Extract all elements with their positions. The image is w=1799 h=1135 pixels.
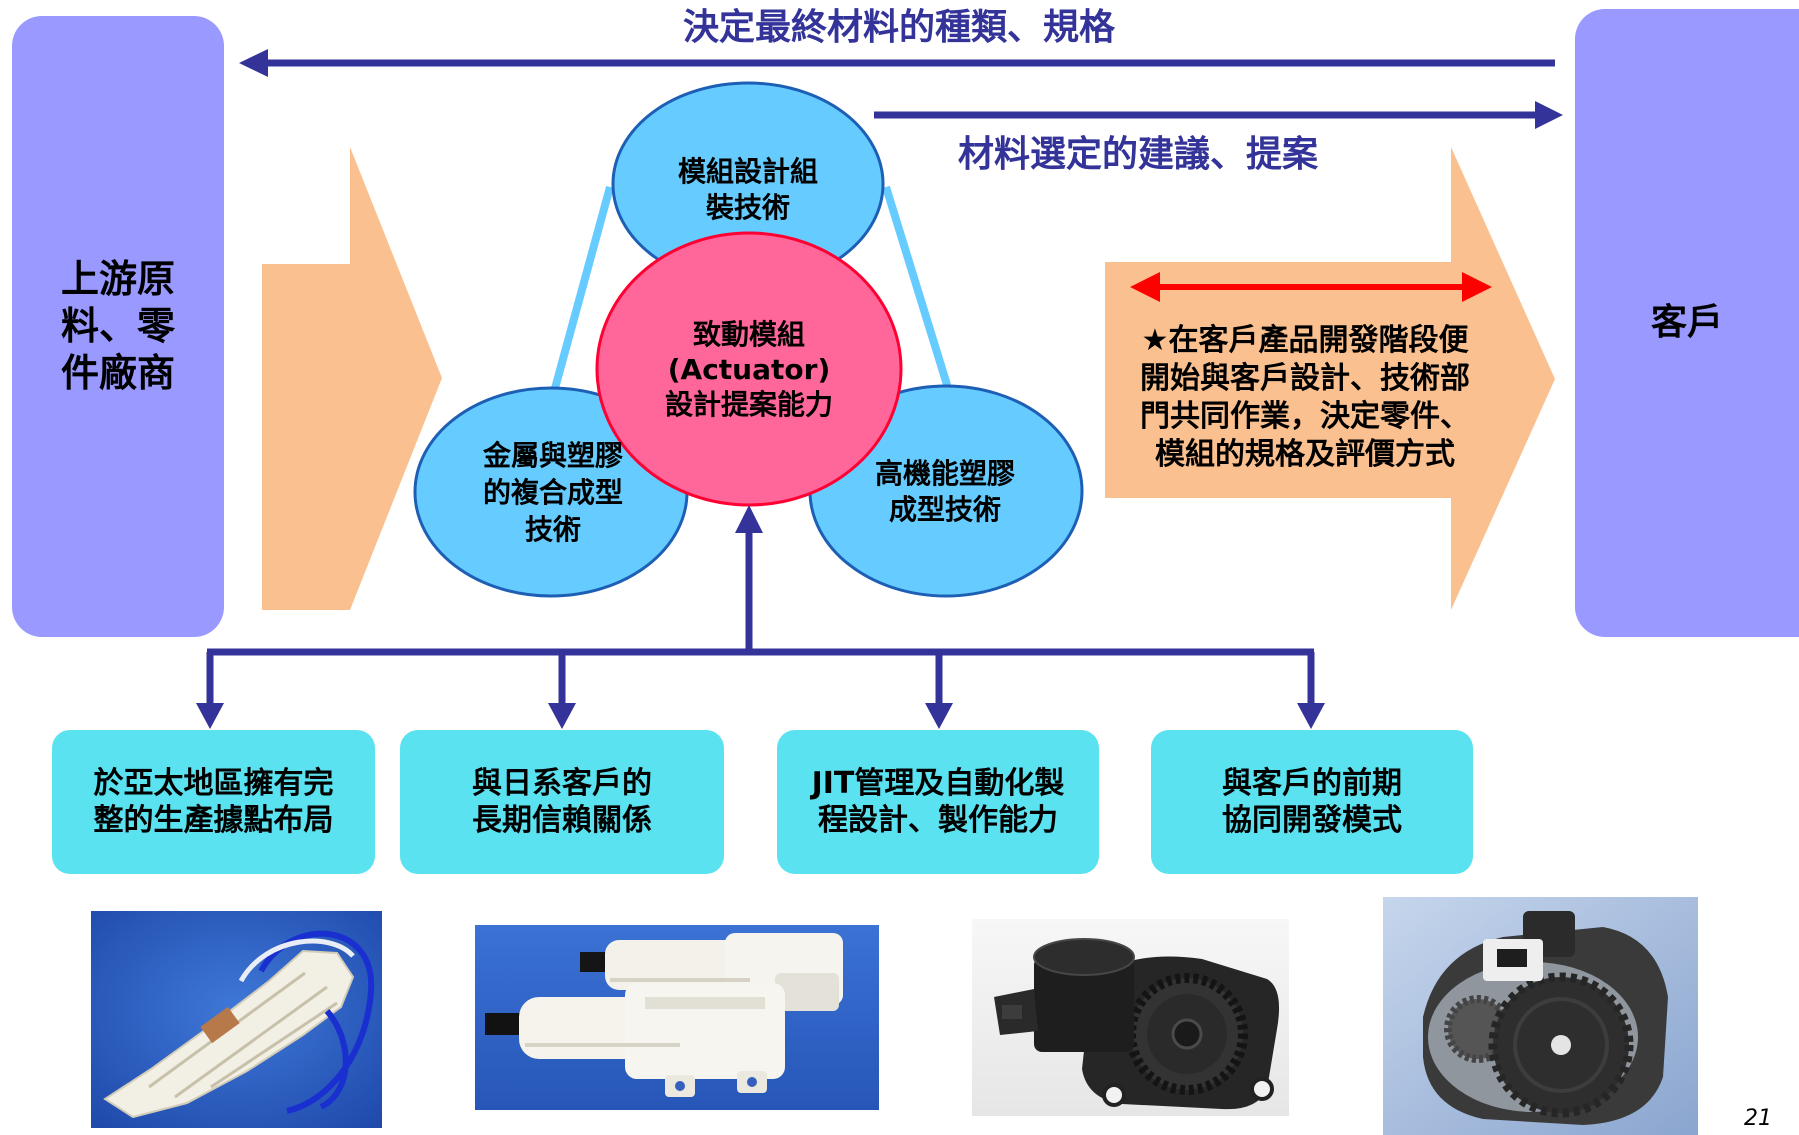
product-photo-3-image [972,919,1289,1116]
product-photo-2 [475,925,879,1110]
strength-box-jit-automation: JIT管理及自動化製 程設計、製作能力 [777,730,1099,874]
arrow-head-down-1 [196,703,224,729]
connector-top-to-left [550,185,614,394]
collaboration-double-arrow [1130,272,1492,302]
strength-line: JIT管理及自動化製 [811,766,1065,801]
co-development-line-2: 開始與客戶設計、技術部 [1140,361,1470,396]
composite-molding-line-2: 的複合成型 [482,476,623,509]
strength-line: 整的生產據點布局 [93,803,334,838]
upstream-suppliers-line-2: 料、零 [60,304,175,348]
white-tube [238,938,355,983]
co-development-line-3: 門共同作業，決定零件、 [1140,399,1470,434]
co-development-line-4: 模組的規格及評價方式 [1155,437,1455,472]
product-photo-4-image [1383,897,1698,1135]
arrow-head-right [1462,272,1492,302]
module-design-line-2: 裝技術 [705,191,790,224]
gear-hub [1171,1018,1203,1050]
arrow-head-down-2 [548,703,576,729]
coil [200,1006,240,1044]
composite-molding-line-1: 金屬與塑膠 [482,439,623,472]
strength-line: 程設計、製作能力 [818,803,1058,838]
arrow-head-up [735,505,763,533]
product-photo-4 [1383,897,1698,1135]
arrow-head-down-4 [1297,703,1325,729]
proposal-arrow [874,101,1563,129]
strength-line: 協同開發模式 [1222,803,1402,838]
strength-box-japanese-customers: 與日系客戶的 長期信賴關係 [400,730,724,874]
strength-line: 與客戶的前期 [1222,766,1402,801]
blue-tube [258,930,375,1114]
plastic-molding-line-1: 高機能塑膠 [874,457,1015,490]
mounting-hole [1250,1077,1274,1101]
page-number: 21 [1744,1106,1772,1131]
arrow-head-left [239,49,268,77]
capability-tree [196,505,1325,729]
product-photo-3 [972,919,1289,1116]
strength-box-co-development: 與客戶的前期 協同開發模式 [1151,730,1473,874]
upstream-suppliers-box: 上游原 料、零 件廠商 [12,16,224,637]
module-design-label: 模組設計組 裝技術 [598,154,898,226]
front-actuator [485,983,785,1097]
product-photo-1-image [91,911,382,1128]
co-development-line-1: ★在客戶產品開發階段便 [1141,323,1469,358]
blue-tube-lower [319,1009,349,1110]
gear-hub [1551,1035,1571,1055]
plastic-molding-line-2: 成型技術 [888,493,1001,526]
connector-top-to-right [882,185,952,390]
module-design-line-1: 模組設計組 [677,155,818,188]
strength-box-production-network: 於亞太地區擁有完 整的生產據點布局 [52,730,375,874]
upstream-suppliers-line-1: 上游原 [60,257,175,301]
customer-flow-arrow [1105,147,1555,610]
composite-molding-label: 金屬與塑膠 的複合成型 技術 [403,437,703,548]
arrow-head-left [1130,272,1160,302]
customer-label: 客戶 [1650,302,1723,343]
actuator-core-line-1: 致動模組 [692,318,805,351]
proposal-arrow-label: 材料選定的建議、提案 [957,134,1318,175]
motor-body [1034,957,1134,1052]
supplier-flow-arrow [262,147,442,610]
product-photo-2-image [475,925,879,1110]
actuator-core-label: 致動模組 (Actuator) 設計提案能力 [599,317,899,422]
strength-line: 長期信賴關係 [472,803,652,838]
large-gear-ring [1513,997,1609,1093]
strength-line: 與日系客戶的 [472,766,652,801]
arrow-head-down-3 [925,703,953,729]
decision-arrow-label: 決定最終材料的種類、規格 [682,7,1115,48]
module-window [1497,949,1527,967]
connector-latch [1002,1005,1022,1019]
arrow-head-right [1535,101,1563,129]
motor-cap [1033,938,1135,976]
decision-arrow [239,49,1555,77]
plastic-molding-label: 高機能塑膠 成型技術 [795,456,1095,528]
actuator-core-line-3: 設計提案能力 [664,388,833,421]
product-photo-1 [91,911,382,1128]
co-development-note: ★在客戶產品開發階段便 開始與客戶設計、技術部 門共同作業，決定零件、 模組的規… [1105,322,1505,474]
upstream-suppliers-line-3: 件廠商 [60,351,175,395]
mounting-hole [1102,1083,1126,1107]
customer-box: 客戶 [1575,9,1799,637]
composite-molding-line-3: 技術 [524,513,581,546]
strength-line: 於亞太地區擁有完 [93,766,334,801]
actuator-core-line-2: (Actuator) [667,353,831,386]
